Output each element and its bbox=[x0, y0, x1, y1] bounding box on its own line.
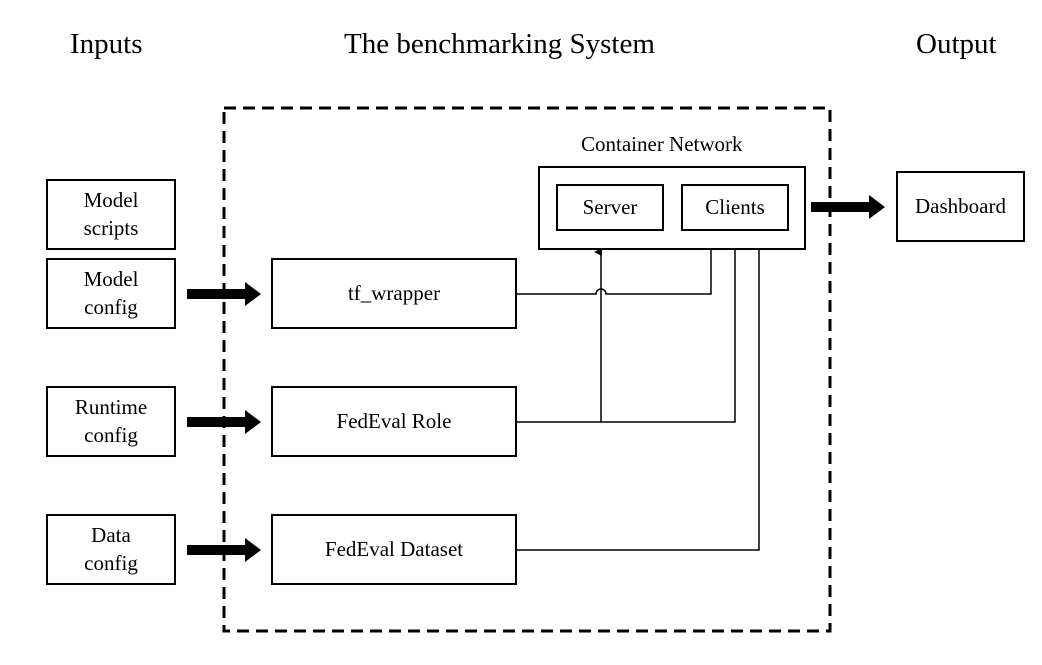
server-box: Server bbox=[556, 184, 664, 231]
data-config-box: Data config bbox=[46, 514, 176, 585]
model-scripts-box: Model scripts bbox=[46, 179, 176, 250]
server-label: Server bbox=[582, 194, 638, 219]
system-boundary bbox=[222, 106, 832, 633]
fedeval-dataset-box: FedEval Dataset bbox=[271, 514, 517, 585]
data-config-line2: config bbox=[84, 550, 138, 575]
heading-system: The benchmarking System bbox=[344, 28, 655, 60]
tf-wrapper-label: tf_wrapper bbox=[347, 280, 441, 305]
container-network-label: Container Network bbox=[581, 132, 743, 156]
thick-arrow-data-config bbox=[187, 538, 261, 562]
thick-arrow-model-config bbox=[187, 282, 261, 306]
tf-wrapper-box: tf_wrapper bbox=[271, 258, 517, 329]
runtime-config-line2: config bbox=[84, 422, 138, 447]
fedeval-role-box: FedEval Role bbox=[271, 386, 517, 457]
clients-label: Clients bbox=[705, 194, 765, 219]
thick-arrow-output bbox=[811, 195, 885, 219]
dashboard-label: Dashboard bbox=[915, 193, 1006, 218]
model-config-box: Model config bbox=[46, 258, 176, 329]
dashboard-box: Dashboard bbox=[896, 171, 1025, 242]
runtime-config-box: Runtime config bbox=[46, 386, 176, 457]
connector-dataset-clients bbox=[517, 228, 760, 551]
model-scripts-line1: Model bbox=[83, 188, 139, 213]
model-scripts-line2: scripts bbox=[83, 215, 139, 240]
fedeval-role-label: FedEval Role bbox=[336, 408, 452, 433]
fedeval-dataset-label: FedEval Dataset bbox=[324, 536, 464, 561]
thick-arrow-runtime-config bbox=[187, 410, 261, 434]
data-config-line1: Data bbox=[91, 523, 131, 548]
runtime-config-line1: Runtime bbox=[74, 395, 148, 420]
model-config-line1: Model bbox=[83, 267, 139, 292]
heading-output: Output bbox=[916, 28, 997, 60]
heading-inputs: Inputs bbox=[70, 28, 143, 60]
connector-role-server bbox=[517, 248, 602, 423]
clients-box: Clients bbox=[681, 184, 789, 231]
connector-tfwrapper-clients bbox=[517, 228, 712, 295]
model-config-line2: config bbox=[84, 294, 138, 319]
connector-role-clients bbox=[601, 228, 736, 423]
